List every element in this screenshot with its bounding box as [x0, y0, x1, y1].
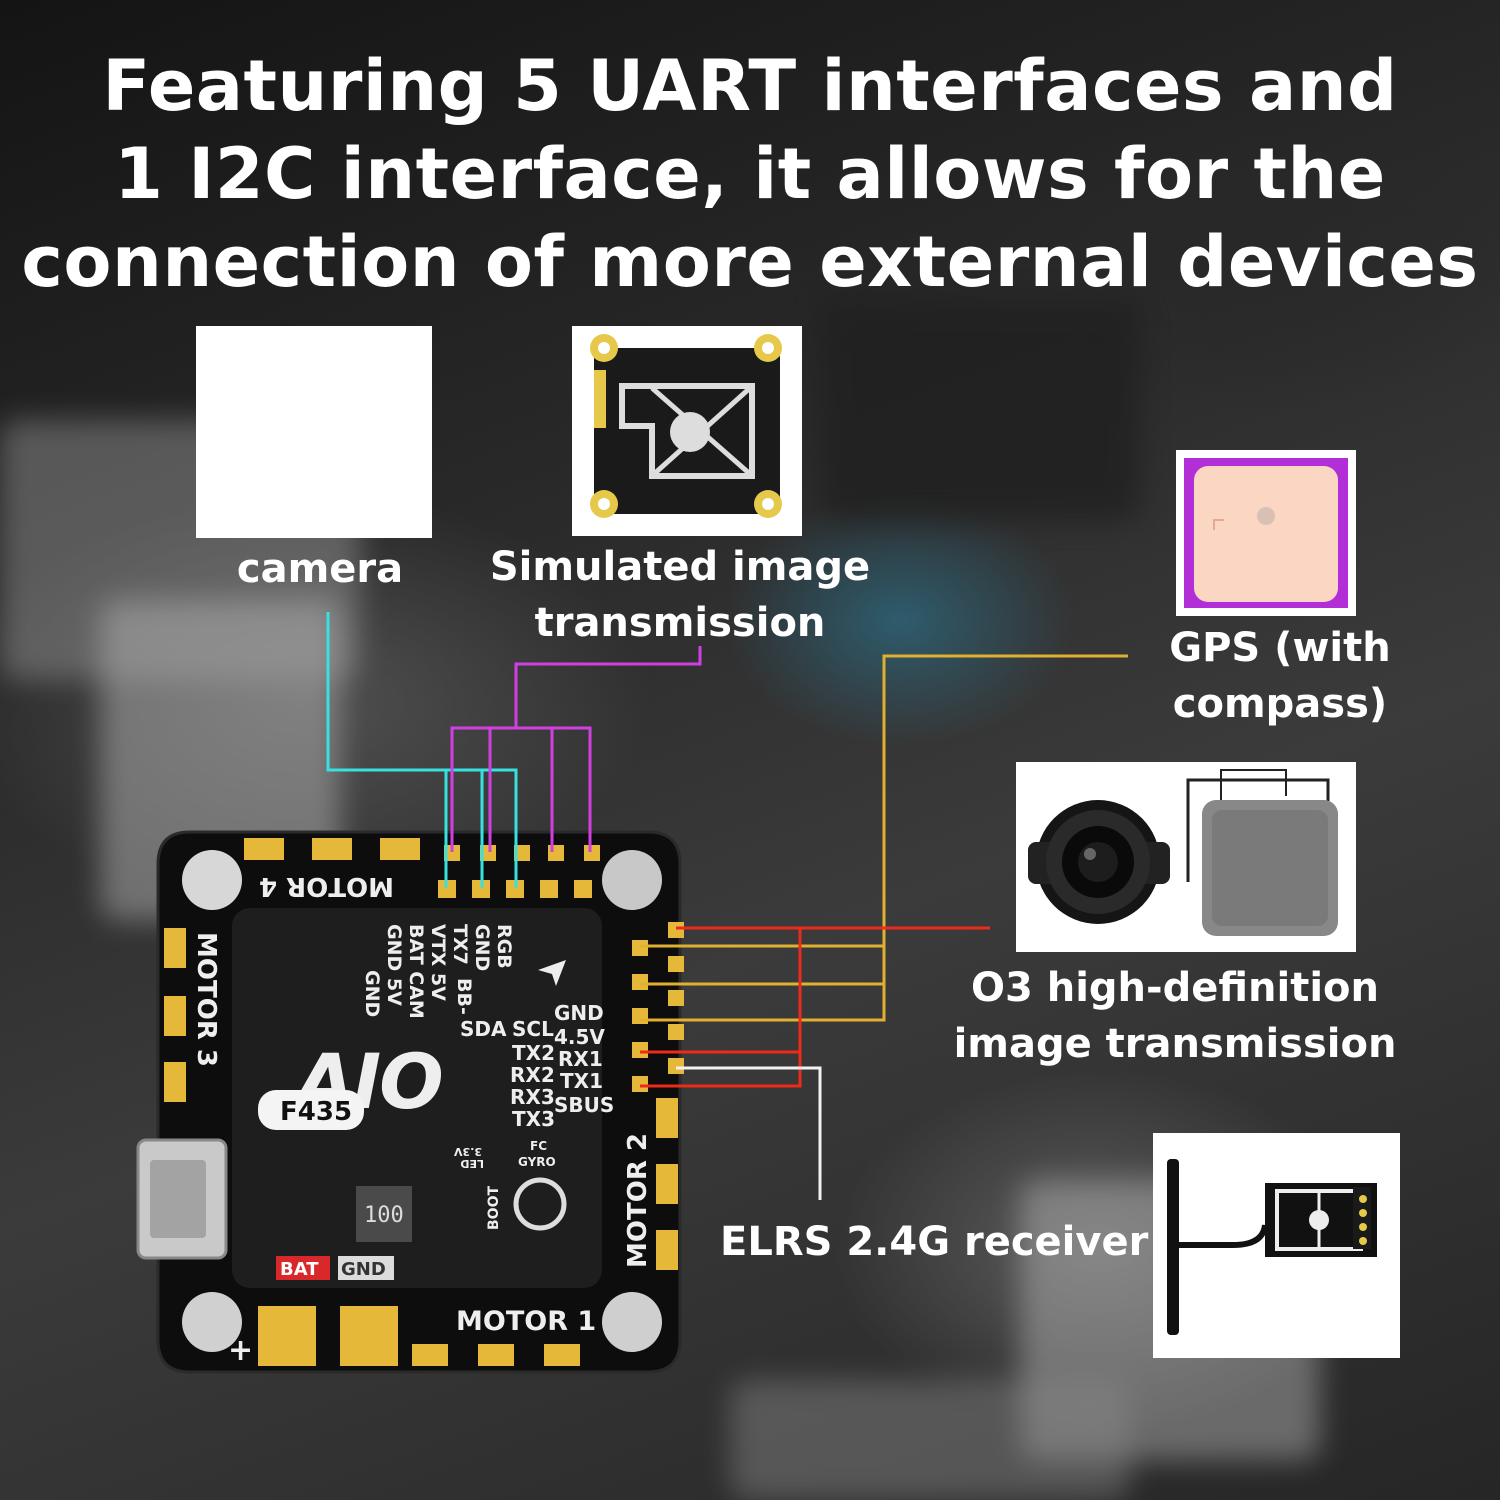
gps-label-line-1: GPS (with	[1169, 625, 1391, 671]
orientation-arrow-icon	[538, 960, 566, 986]
pin-label: RX3	[510, 1085, 555, 1109]
background-component	[730, 1380, 1130, 1500]
gps-label-line-2: compass)	[1172, 681, 1388, 727]
simulated-vtx-label: Simulated image transmission	[470, 539, 890, 651]
camera-wires	[326, 612, 518, 888]
led-label-2: LED	[460, 1157, 484, 1170]
pin-label: SDA	[460, 1017, 507, 1041]
elrs-label: ELRS 2.4G receiver	[720, 1219, 1149, 1265]
bat-label: BAT	[280, 1259, 319, 1280]
gps-label: GPS (with compass)	[1140, 620, 1420, 732]
mounting-hole	[602, 1292, 662, 1352]
motor-2-pads	[656, 1098, 678, 1270]
chip-label: 100	[364, 1203, 404, 1228]
right-signal-pads	[632, 922, 684, 1092]
ground-pad	[340, 1306, 398, 1366]
gps-card	[1176, 450, 1356, 616]
pin-label: TX3	[512, 1107, 555, 1131]
o3-label: O3 high-definition image transmission	[940, 960, 1410, 1072]
motor-2-label: MOTOR 2	[623, 1133, 653, 1268]
pin-label: RX1	[558, 1047, 603, 1071]
pin-label: GND	[554, 1001, 604, 1025]
simulated-vtx-card	[572, 326, 802, 536]
gnd-label: GND	[341, 1259, 386, 1280]
motor-1-label: MOTOR 1	[456, 1306, 596, 1337]
simulated-vtx-wires	[450, 646, 702, 852]
led-label-1: 3.3V	[454, 1145, 482, 1158]
motor-3-label: MOTOR 3	[191, 932, 221, 1067]
right-pin-labels: SDA SCL TX2 RX2 RX3 TX3 GND 4.5V RX1 TX1…	[460, 1001, 614, 1131]
background-component	[820, 300, 1140, 520]
plus-label: +	[228, 1333, 253, 1368]
motor-3-pads	[164, 928, 186, 1102]
fc-label-1: FC	[530, 1139, 547, 1153]
mounting-hole	[182, 850, 242, 910]
flight-controller-board	[136, 830, 684, 1374]
pin-label: BAT CAM	[405, 924, 427, 1019]
gnd-badge	[338, 1256, 394, 1280]
model-label: F435	[280, 1097, 352, 1127]
inductor-chip	[356, 1186, 412, 1242]
simulated-vtx-image	[590, 334, 782, 518]
simulated-vtx-label-line-2: transmission	[534, 600, 826, 646]
model-badge	[258, 1090, 364, 1130]
headline-line-3: connection of more external devices	[21, 221, 1479, 303]
mounting-hole	[182, 1292, 242, 1352]
pin-label: RX2	[510, 1063, 555, 1087]
o3-label-line-1: O3 high-definition	[970, 965, 1380, 1011]
pin-label: SCL	[512, 1017, 554, 1041]
top-pin-labels: RGB GND TX7 VTX 5V BAT CAM GND 5V GND BB…	[361, 924, 515, 1019]
camera-label: camera	[236, 546, 404, 592]
gps-wires	[640, 654, 1128, 1022]
camera-card	[196, 326, 432, 538]
o3-wires	[640, 926, 990, 1088]
pin-label: GND	[471, 924, 493, 971]
headline-line-2: 1 I2C interface, it allows for the	[114, 133, 1386, 215]
elrs-receiver-image	[1167, 1159, 1377, 1335]
pin-label: TX7	[449, 924, 471, 965]
pin-label: GND	[361, 970, 383, 1017]
elrs-wires	[676, 1066, 822, 1200]
pin-label: TX1	[560, 1069, 603, 1093]
mounting-hole	[602, 850, 662, 910]
battery-pad	[258, 1306, 316, 1366]
top-signal-pads	[438, 845, 600, 898]
o3-module-image	[1028, 769, 1338, 936]
pin-label: RGB	[493, 924, 515, 969]
o3-card	[1016, 762, 1356, 952]
motor-4-label: MOTOR 4	[259, 871, 394, 901]
headline-line-1: Featuring 5 UART interfaces and	[102, 45, 1398, 127]
pin-label: 4.5V	[554, 1025, 605, 1049]
boot-button	[513, 1177, 567, 1231]
pin-label: GND 5V	[383, 924, 405, 1006]
motor-4-pads	[244, 838, 420, 860]
pin-label: TX2	[512, 1041, 555, 1065]
motor-1-pads	[412, 1344, 580, 1366]
headline: Featuring 5 UART interfaces and 1 I2C in…	[0, 42, 1500, 306]
fc-label-2: GYRO	[518, 1155, 556, 1169]
pin-label: BB-	[453, 978, 475, 1015]
pin-label: VTX 5V	[427, 924, 449, 1001]
o3-label-line-2: image transmission	[953, 1021, 1397, 1067]
bat-badge	[276, 1256, 330, 1280]
simulated-vtx-label-line-1: Simulated image	[489, 544, 871, 590]
gps-module-image	[1184, 458, 1348, 608]
elrs-card	[1153, 1133, 1400, 1358]
pin-label: SBUS	[554, 1093, 614, 1117]
boot-label: BOOT	[486, 1186, 502, 1230]
